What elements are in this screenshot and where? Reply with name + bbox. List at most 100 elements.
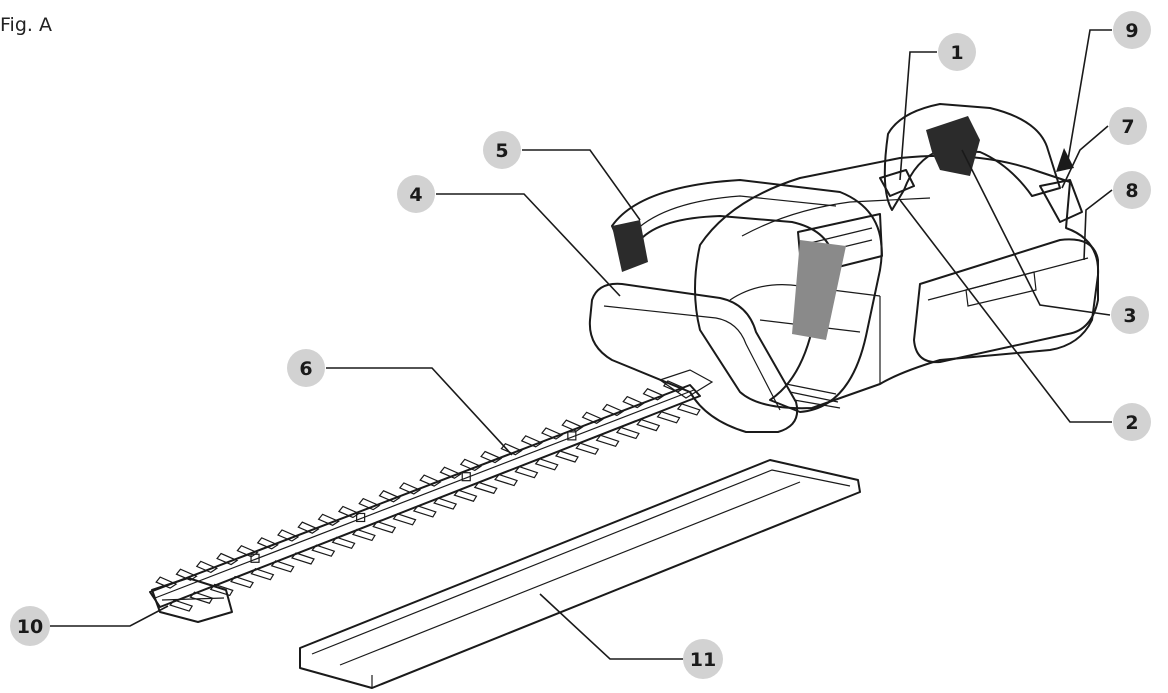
blade-tooth bbox=[561, 419, 584, 432]
blade-tooth bbox=[615, 426, 640, 440]
blade-tooth bbox=[459, 458, 483, 472]
blade-teeth-top bbox=[155, 380, 686, 589]
lockout-button bbox=[879, 169, 915, 197]
blade-tooth bbox=[520, 435, 543, 448]
front-handle bbox=[611, 179, 883, 413]
blade-teeth-bottom bbox=[169, 403, 701, 612]
blade-tooth bbox=[494, 473, 518, 487]
blade-tooth bbox=[175, 568, 198, 581]
svg-text:4: 4 bbox=[409, 184, 422, 206]
blade-tooth bbox=[541, 427, 564, 440]
leader-10 bbox=[50, 605, 169, 627]
blade-tooth bbox=[392, 513, 417, 526]
blade-tooth bbox=[250, 567, 275, 581]
svg-text:8: 8 bbox=[1125, 180, 1138, 202]
blade-bolt bbox=[250, 553, 260, 563]
blade-tooth bbox=[642, 388, 665, 401]
blade-tooth bbox=[337, 505, 361, 519]
switch-lever bbox=[1039, 179, 1083, 223]
blade-tooth bbox=[514, 465, 539, 479]
blade-tooth bbox=[311, 544, 336, 557]
blade-tooth bbox=[398, 482, 422, 495]
callout-8: 8 bbox=[1113, 171, 1151, 209]
callout-7: 7 bbox=[1109, 107, 1147, 145]
svg-text:6: 6 bbox=[299, 358, 312, 380]
figure-label: Fig. A bbox=[0, 14, 52, 36]
svg-text:10: 10 bbox=[17, 616, 43, 638]
leader-8 bbox=[1083, 189, 1113, 261]
blade-tooth bbox=[500, 442, 523, 456]
callout-10: 10 bbox=[10, 606, 50, 646]
blade-tooth bbox=[622, 395, 645, 409]
blade-tooth bbox=[412, 505, 437, 518]
blade-tooth bbox=[433, 497, 458, 510]
blade-bolts bbox=[250, 431, 577, 563]
blade-tooth bbox=[297, 521, 320, 534]
blade-bolt bbox=[356, 512, 366, 523]
blade-tooth bbox=[216, 552, 239, 566]
blade-tooth bbox=[230, 575, 254, 589]
svg-text:11: 11 bbox=[690, 649, 716, 671]
callout-2: 2 bbox=[1113, 403, 1151, 441]
blade-tooth bbox=[372, 520, 397, 534]
leader-2 bbox=[899, 199, 1112, 423]
front-mesh-grip bbox=[792, 240, 846, 340]
blade-tooth bbox=[595, 434, 620, 448]
front-grip-pad bbox=[612, 220, 648, 272]
blade-tooth bbox=[656, 411, 681, 424]
blade-tooth bbox=[351, 528, 376, 542]
blade-tooth bbox=[676, 403, 701, 416]
blade-bolt bbox=[567, 431, 577, 441]
callout-6: 6 bbox=[287, 349, 325, 387]
callout-9: 9 bbox=[1113, 11, 1151, 49]
blade-bolt bbox=[461, 472, 471, 482]
leader-1 bbox=[899, 51, 937, 181]
leader-6 bbox=[326, 367, 513, 456]
blade-tooth bbox=[155, 576, 178, 589]
callout-11: 11 bbox=[683, 639, 723, 679]
blade-tooth bbox=[378, 490, 401, 503]
leader-7 bbox=[1061, 125, 1109, 189]
svg-text:3: 3 bbox=[1123, 305, 1136, 327]
blade-tooth bbox=[290, 552, 315, 565]
svg-text:7: 7 bbox=[1121, 116, 1134, 138]
blade-tooth bbox=[419, 474, 442, 487]
svg-text:9: 9 bbox=[1125, 20, 1138, 42]
svg-text:2: 2 bbox=[1125, 412, 1138, 434]
svg-text:1: 1 bbox=[950, 42, 963, 64]
blade-tooth bbox=[439, 466, 462, 479]
blade-tooth bbox=[480, 450, 503, 464]
leader-9 bbox=[1067, 29, 1112, 161]
blade-tooth bbox=[473, 481, 498, 495]
blade-tooth bbox=[534, 458, 559, 471]
blade-tooth bbox=[209, 583, 234, 597]
blade-tooth bbox=[189, 591, 214, 604]
blade-tip bbox=[151, 577, 233, 623]
hand-guard bbox=[588, 282, 799, 433]
blade-tooth bbox=[636, 418, 661, 432]
blade-sheath bbox=[299, 459, 861, 689]
blade-tooth bbox=[270, 560, 295, 573]
blade bbox=[149, 380, 701, 623]
blade-tooth bbox=[277, 529, 300, 542]
rear-handle bbox=[879, 103, 1083, 223]
callout-4: 4 bbox=[397, 175, 435, 213]
leader-4 bbox=[436, 193, 621, 297]
blade-tooth bbox=[331, 536, 356, 550]
handle-grip bbox=[926, 116, 980, 176]
leader-5 bbox=[522, 149, 641, 221]
blade-tooth bbox=[554, 450, 579, 463]
blade-tooth bbox=[453, 489, 478, 502]
blade-tooth bbox=[575, 442, 600, 455]
blade-tooth bbox=[195, 560, 219, 574]
callout-3: 3 bbox=[1111, 296, 1149, 334]
blade-tooth bbox=[581, 411, 604, 424]
blade-tooth bbox=[169, 599, 194, 612]
blade-tooth bbox=[601, 403, 625, 417]
leader-11 bbox=[539, 593, 683, 660]
blade-tooth bbox=[236, 544, 259, 558]
callout-5: 5 bbox=[483, 131, 521, 169]
callout-1: 1 bbox=[938, 33, 976, 71]
blade-tooth bbox=[358, 497, 381, 511]
